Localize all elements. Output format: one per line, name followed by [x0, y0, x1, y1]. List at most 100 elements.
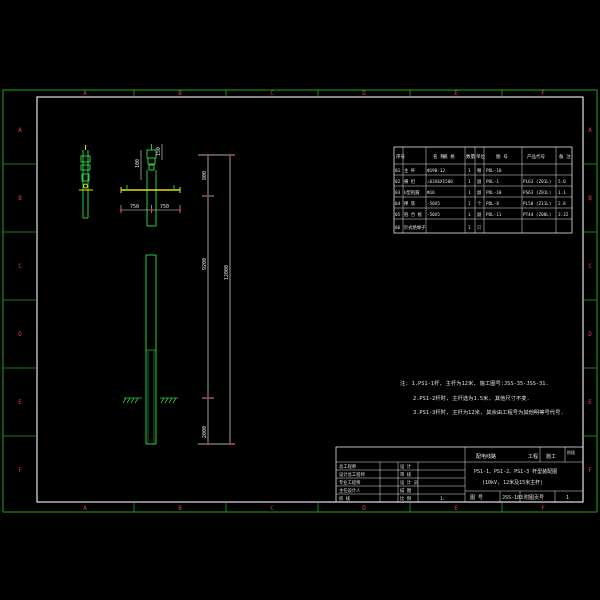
table-cell: PDL-10 — [486, 168, 502, 174]
table-cell: 针式绝缘子 — [404, 224, 426, 231]
table-cell: 根 — [477, 167, 482, 174]
title-block: 配电线路 工程 施工 阶段 PS1-1、PS1-2、PS1-3 杆型装配图 (1… — [335, 446, 584, 503]
inner-frame — [36, 96, 584, 503]
drawing-title-line-2: (10kV, 12米及15米主杆) — [482, 479, 543, 486]
col-label-bottom: B — [178, 505, 182, 512]
table-cell: 撑 铁 — [404, 200, 416, 207]
col-label-bottom: F — [541, 505, 545, 512]
dim-upper: 800 — [202, 171, 208, 180]
table-header: 名 称 — [433, 153, 445, 160]
col-label-top: C — [270, 90, 274, 97]
table-cell: PL63 (Z01L) — [523, 179, 551, 185]
table-cell: 1 — [468, 190, 471, 196]
col-label-bottom: C — [270, 505, 274, 512]
table-header: 图 号 — [496, 154, 508, 160]
table-cell: PDL-10 — [486, 190, 502, 196]
table-cell: Ф16 — [427, 190, 435, 196]
col-label-bottom: A — [83, 505, 87, 512]
table-cell: 5.0 — [558, 179, 566, 185]
table-cell: -50X5 — [427, 212, 440, 218]
table-cell: 个 — [477, 201, 482, 207]
table-cell: 只 — [477, 225, 482, 231]
drawing-title-line-1: PS1-1、PS1-2、PS1-3 杆型装配图 — [474, 468, 557, 475]
signoff-role-mid: 比 例 — [400, 495, 411, 502]
signoff-role-mid: 设 计 — [400, 463, 412, 470]
table-cell: 1 — [468, 179, 471, 185]
zone-grid — [3, 90, 597, 512]
row-label-right: A — [588, 127, 592, 134]
signoff-role-mid: 设 计 员 — [400, 479, 419, 486]
table-cell: PT44 (Z08L) — [523, 212, 551, 218]
table-cell: 1.1 — [558, 190, 566, 196]
table-cell: 02 — [395, 179, 401, 185]
col-label-top: F — [541, 90, 545, 97]
table-cell: PS63 (Z01L) — [523, 190, 551, 196]
table-header: 产品代号 — [527, 153, 545, 160]
side-view-pole-top — [79, 145, 93, 219]
table-header: 数量 — [466, 153, 475, 160]
table-header: 备 注 — [559, 153, 571, 160]
table-cell: 1 — [468, 168, 471, 174]
row-label-left: A — [18, 127, 22, 134]
col-label-top: A — [83, 90, 87, 97]
signoff-role-mid: 描 图 — [400, 487, 411, 494]
design-unit: 配电线路 — [476, 453, 496, 460]
dim-crossarm-right: 750 — [160, 204, 169, 210]
signoff-role: 总工程师 — [339, 463, 357, 470]
stage-label: 施工 — [546, 453, 556, 460]
sheet-number: 1 — [566, 495, 569, 501]
dim-middle: 9200 — [202, 258, 208, 270]
table-header: 规 格 — [443, 153, 455, 160]
row-label-left: D — [18, 331, 22, 338]
signoff-role: 专业工程师 — [339, 479, 361, 486]
vertical-dimensions — [198, 154, 235, 445]
table-cell: PDL-8 — [486, 201, 499, 207]
col-label-top: D — [362, 90, 366, 97]
col-label-bottom: D — [362, 505, 366, 512]
table-cell: 05 — [395, 212, 401, 218]
signoff-role: 设计总工程师 — [339, 471, 365, 478]
table-cell: 01 — [395, 168, 401, 174]
table-cell: 06 — [395, 225, 401, 231]
dim-crossarm-left: 750 — [130, 204, 139, 210]
outer-frame — [2, 89, 598, 513]
row-label-right: F — [588, 467, 592, 474]
row-label-left: B — [18, 195, 22, 202]
note-2: 2.PS1-2杆时, 主杆选为1.5米, 其他尺寸不变. — [413, 394, 530, 402]
table-cell: 抱 合 板 — [404, 211, 423, 218]
col-label-top: B — [178, 90, 182, 97]
table-cell: PDL-11 — [486, 212, 502, 218]
table-cell: 04 — [395, 201, 401, 207]
table-cell: 副 — [477, 178, 481, 185]
table-cell: PDL-1 — [486, 179, 499, 185]
table-cell: PL50 (Z11L) — [523, 201, 551, 207]
pole-elevation — [120, 144, 181, 445]
table-cell: 1 — [468, 201, 471, 207]
row-label-right: E — [588, 399, 592, 406]
drawing-number: JSS-103 — [502, 495, 523, 501]
table-cell: 横 担 — [404, 178, 416, 185]
col-label-bottom: E — [454, 505, 458, 512]
table-cell: 1 — [468, 225, 471, 231]
table-cell: 1 — [468, 212, 471, 218]
table-header: 单位 — [476, 153, 485, 160]
table-cell: U型抱箍 — [404, 189, 420, 196]
note-1: 注: 1.PS1-1杆, 主杆为12米, 施工图号:JSS-35-JSS-31. — [400, 379, 549, 387]
table-cell: 2.8 — [558, 201, 566, 207]
row-label-right: D — [588, 331, 592, 338]
dim-total: 12000 — [224, 265, 230, 280]
drawing-number-label: 图 号 — [470, 495, 483, 501]
dim-top-small-2: 150 — [156, 147, 162, 156]
table-header: 序号 — [396, 153, 405, 160]
note-3: 3.PS1-3杆时, 主杆为12米, 其余由工程号为其他明等号代号. — [413, 408, 564, 416]
table-cell: 03 — [395, 190, 401, 196]
signoff-role-mid: 审 核 — [400, 471, 412, 478]
table-cell: 主 杆 — [404, 167, 416, 174]
row-label-left: C — [18, 263, 22, 270]
table-cell: -50X5 — [427, 201, 440, 207]
col-label-top: E — [454, 90, 458, 97]
project-label: 工程 — [528, 453, 538, 460]
table-cell: 副 — [477, 189, 481, 196]
